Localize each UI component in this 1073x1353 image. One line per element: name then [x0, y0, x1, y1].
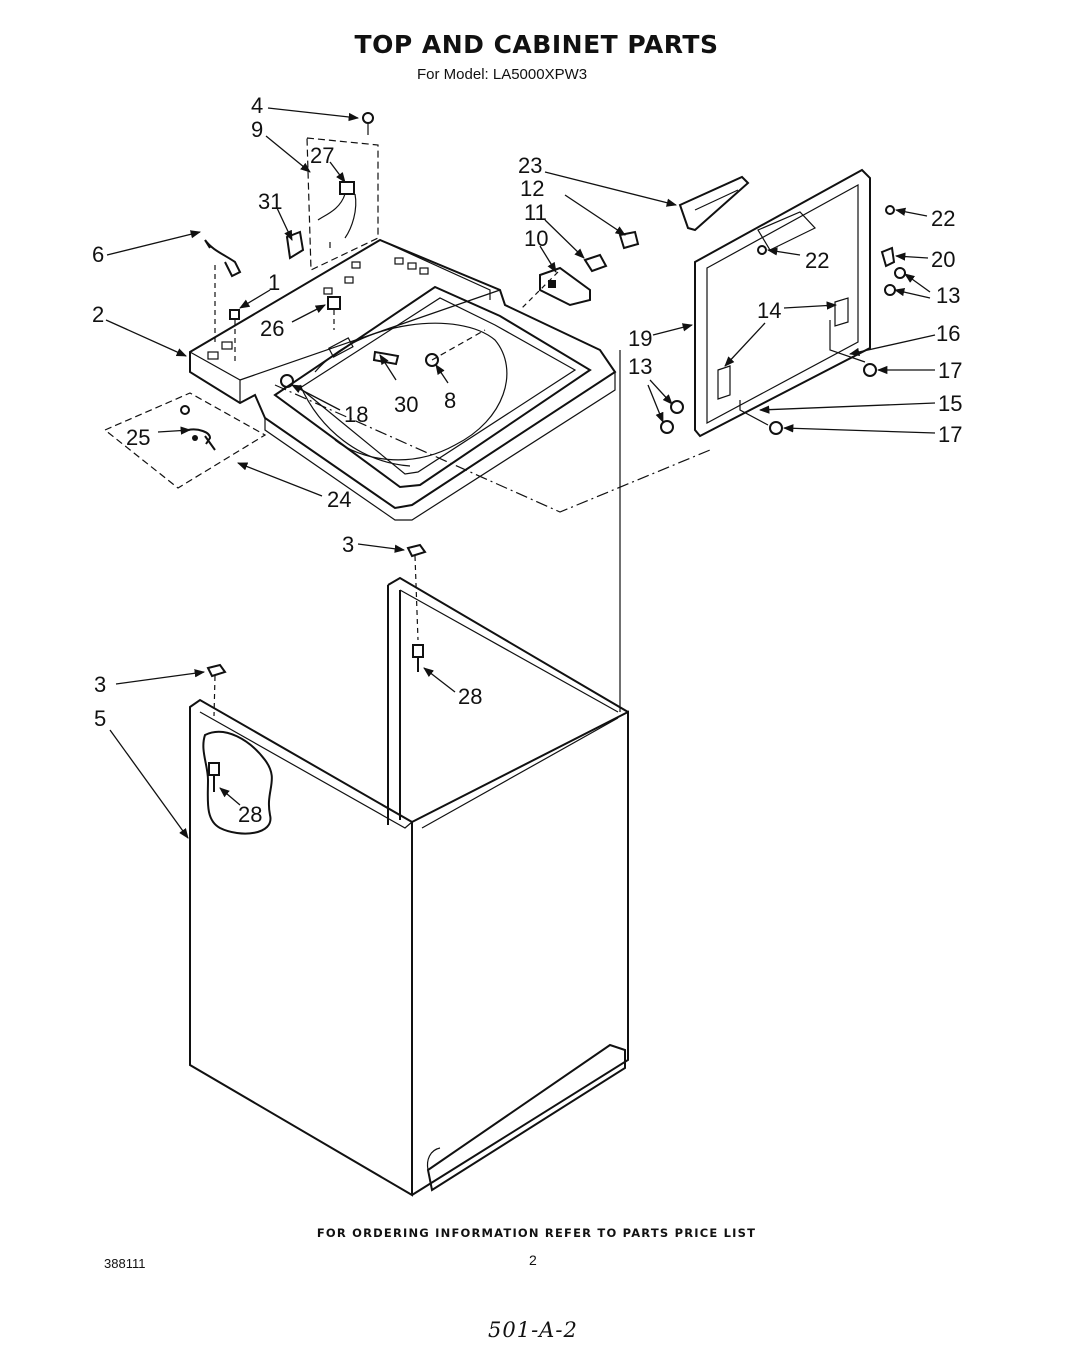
callout-label: 15 — [938, 391, 962, 416]
leader-lines — [105, 107, 936, 839]
callout-label: 19 — [628, 326, 652, 351]
callout-label: 2 — [92, 302, 104, 327]
callout-label: 14 — [757, 298, 781, 323]
callout-label: 17 — [938, 358, 962, 383]
callout-label: 12 — [520, 176, 544, 201]
callout-label: 26 — [260, 316, 284, 341]
callout-label: 4 — [251, 93, 263, 118]
callout-label: 11 — [524, 200, 547, 225]
ordering-note: FOR ORDERING INFORMATION REFER TO PARTS … — [316, 1226, 757, 1240]
callout-label: 30 — [394, 392, 418, 417]
callout-label: 27 — [310, 143, 334, 168]
callout-labels: 4 9 27 31 6 1 2 26 23 12 11 10 22 20 13 … — [92, 93, 962, 827]
callout-label: 13 — [628, 354, 652, 379]
lid-assembly — [274, 168, 906, 513]
callout-label: 1 — [268, 270, 280, 295]
callout-label: 16 — [936, 321, 960, 346]
model-subtitle: For Model: LA5000XPW3 — [417, 66, 588, 83]
callout-label: 6 — [92, 242, 104, 267]
callout-label: 9 — [251, 117, 263, 142]
callout-label: 28 — [238, 802, 262, 827]
page-title: TOP AND CABINET PARTS — [354, 30, 719, 59]
callout-label: 20 — [931, 247, 955, 272]
callout-label: 13 — [936, 283, 960, 308]
callout-label: 5 — [94, 706, 106, 731]
callout-label: 17 — [938, 422, 962, 447]
callout-label: 28 — [458, 684, 482, 709]
cabinet — [189, 350, 629, 1197]
callout-label: 8 — [444, 388, 456, 413]
callout-label: 31 — [258, 189, 282, 214]
callout-label: 23 — [518, 153, 542, 178]
callout-label: 10 — [524, 226, 548, 251]
small-parts-top — [103, 112, 640, 489]
callout-label: 18 — [344, 402, 368, 427]
top-assembly — [189, 238, 617, 521]
page-number: 2 — [529, 1252, 537, 1268]
callout-label: 24 — [327, 487, 351, 512]
callout-label: 3 — [94, 672, 106, 697]
callout-label: 3 — [342, 532, 354, 557]
callout-label: 22 — [805, 248, 829, 273]
callout-label: 25 — [126, 425, 150, 450]
handwritten-code: 501-A-2 — [488, 1318, 578, 1342]
document-number: 388111 — [104, 1256, 146, 1271]
callout-label: 22 — [931, 206, 955, 231]
